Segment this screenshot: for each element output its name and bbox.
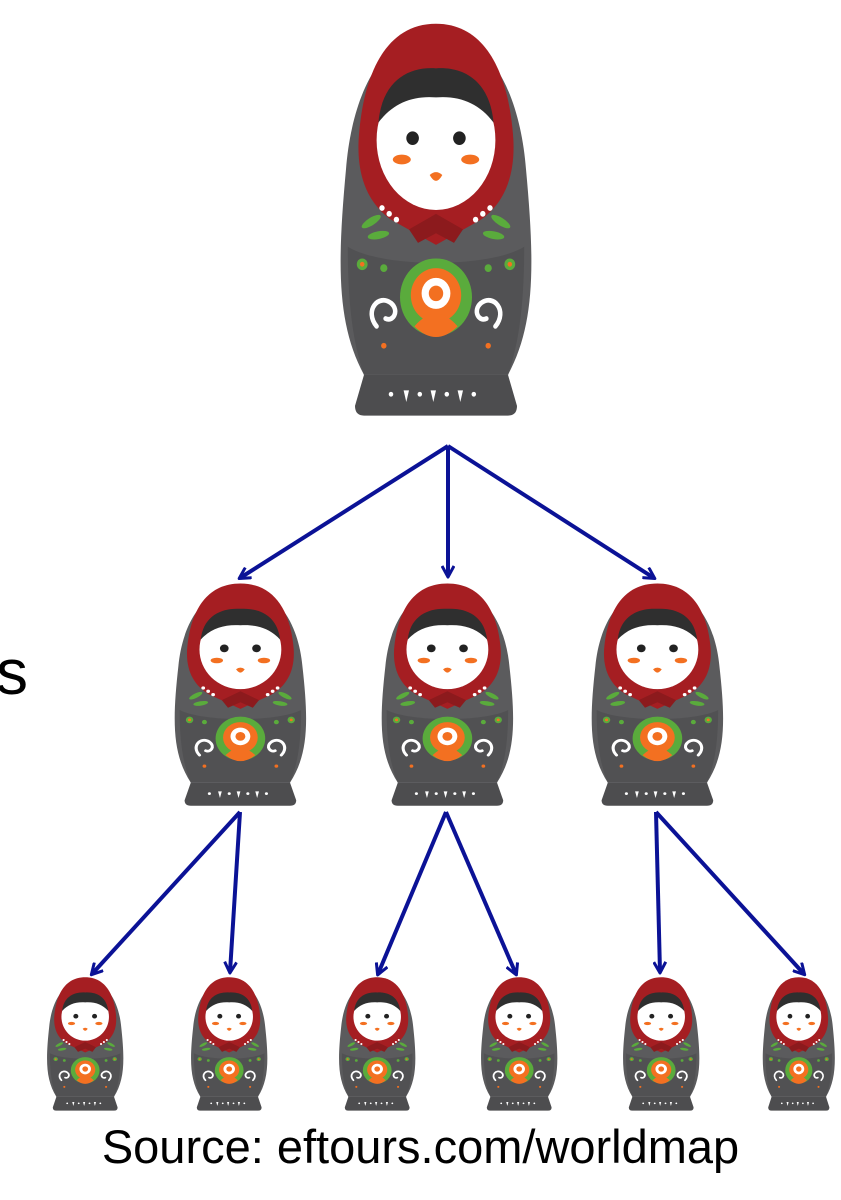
doll-mid-1 xyxy=(173,581,308,808)
edge-mid-1-to-small-2 xyxy=(230,811,242,972)
edge-mid-2-to-small-4 xyxy=(444,811,516,974)
source-caption: Source: eftours.com/worldmap xyxy=(101,1120,740,1173)
doll-mid-2 xyxy=(380,581,515,808)
doll-mid-3 xyxy=(590,581,725,808)
clipped-side-letter: s xyxy=(0,636,28,708)
edge-mid-1-to-small-1 xyxy=(92,810,242,974)
doll-small-2 xyxy=(190,976,269,1112)
doll-small-6 xyxy=(761,976,836,1112)
edge-root-to-mid-3 xyxy=(446,444,654,578)
doll-small-3 xyxy=(338,976,417,1112)
doll-small-4 xyxy=(480,976,559,1112)
edge-mid-3-to-small-6 xyxy=(654,810,804,974)
edge-root-to-mid-1 xyxy=(240,444,450,578)
doll-small-5 xyxy=(622,976,701,1112)
edge-mid-2-to-small-3 xyxy=(378,811,448,974)
doll-root xyxy=(341,24,532,416)
edge-mid-3-to-small-5 xyxy=(656,811,660,972)
doll-small-1 xyxy=(46,976,125,1112)
